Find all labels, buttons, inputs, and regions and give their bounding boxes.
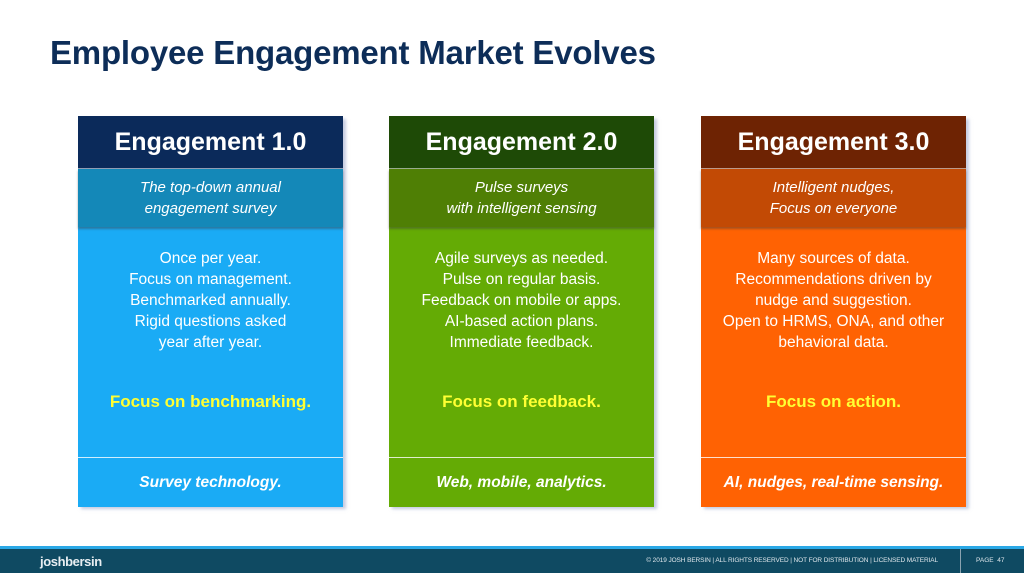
card-subtitle: Pulse surveys with intelligent sensing <box>389 169 654 227</box>
card-title: Engagement 2.0 <box>425 127 618 156</box>
card-focus: Focus on benchmarking. <box>109 392 312 411</box>
card-line: Immediate feedback. <box>449 334 594 351</box>
card-header: Engagement 2.0 <box>389 116 654 169</box>
copyright-notice: © 2019 JOSH BERSIN | ALL RIGHTS RESERVED… <box>646 557 938 564</box>
card-subtitle: Intelligent nudges, Focus on everyone <box>701 169 966 227</box>
footer-bar: joshbersin © 2019 JOSH BERSIN | ALL RIGH… <box>0 546 1024 573</box>
page-indicator: PAGE 47 <box>976 557 1004 564</box>
card-subtitle-line: engagement survey <box>144 200 277 217</box>
card-focus: Focus on action. <box>765 392 902 411</box>
card-technology: AI, nudges, real-time sensing. <box>701 457 966 507</box>
card-description: Agile surveys as needed. Pulse on regula… <box>389 248 654 353</box>
card-subtitle-line: The top-down annual <box>140 179 281 196</box>
card-subtitle: The top-down annual engagement survey <box>78 169 343 227</box>
card-line: AI-based action plans. <box>444 313 599 330</box>
card-subtitle-line: Intelligent nudges, <box>772 179 895 196</box>
card-technology: Survey technology. <box>78 457 343 507</box>
brand-logo: joshbersin <box>40 554 102 569</box>
card-focus: Focus on feedback. <box>442 392 601 411</box>
card-technology: Web, mobile, analytics. <box>389 457 654 507</box>
card-body: Many sources of data. Recommendations dr… <box>701 227 966 457</box>
card-line: Pulse on regular basis. <box>442 271 601 288</box>
card-engagement-2: Engagement 2.0 Pulse surveys with intell… <box>389 116 654 507</box>
page-label: PAGE <box>976 557 994 564</box>
card-engagement-1: Engagement 1.0 The top-down annual engag… <box>78 116 343 507</box>
card-line: behavioral data. <box>778 334 889 351</box>
card-engagement-3: Engagement 3.0 Intelligent nudges, Focus… <box>701 116 966 507</box>
card-line: nudge and suggestion. <box>755 292 912 309</box>
card-subtitle-line: Focus on everyone <box>769 200 898 217</box>
footer-divider <box>960 549 961 573</box>
card-title: Engagement 1.0 <box>114 127 307 156</box>
card-line: Focus on management. <box>129 271 292 288</box>
card-line: Open to HRMS, ONA, and other <box>722 313 945 330</box>
card-line: Once per year. <box>159 250 262 267</box>
page-number: 47 <box>997 557 1005 564</box>
card-subtitle-line: with intelligent sensing <box>446 200 597 217</box>
card-line: Recommendations driven by <box>735 271 932 288</box>
card-body: Once per year. Focus on management. Benc… <box>78 227 343 457</box>
card-header: Engagement 3.0 <box>701 116 966 169</box>
card-description: Many sources of data. Recommendations dr… <box>701 248 966 353</box>
card-description: Once per year. Focus on management. Benc… <box>78 248 343 353</box>
slide-title: Employee Engagement Market Evolves <box>50 34 656 71</box>
card-body: Agile surveys as needed. Pulse on regula… <box>389 227 654 457</box>
card-header: Engagement 1.0 <box>78 116 343 169</box>
card-line: Many sources of data. <box>757 250 910 267</box>
card-title: Engagement 3.0 <box>737 127 930 156</box>
card-line: Feedback on mobile or apps. <box>421 292 622 309</box>
card-line: year after year. <box>158 334 263 351</box>
card-line: Agile surveys as needed. <box>434 250 609 267</box>
card-line: Benchmarked annually. <box>130 292 291 309</box>
card-line: Rigid questions asked <box>134 313 287 330</box>
card-subtitle-line: Pulse surveys <box>474 179 569 196</box>
